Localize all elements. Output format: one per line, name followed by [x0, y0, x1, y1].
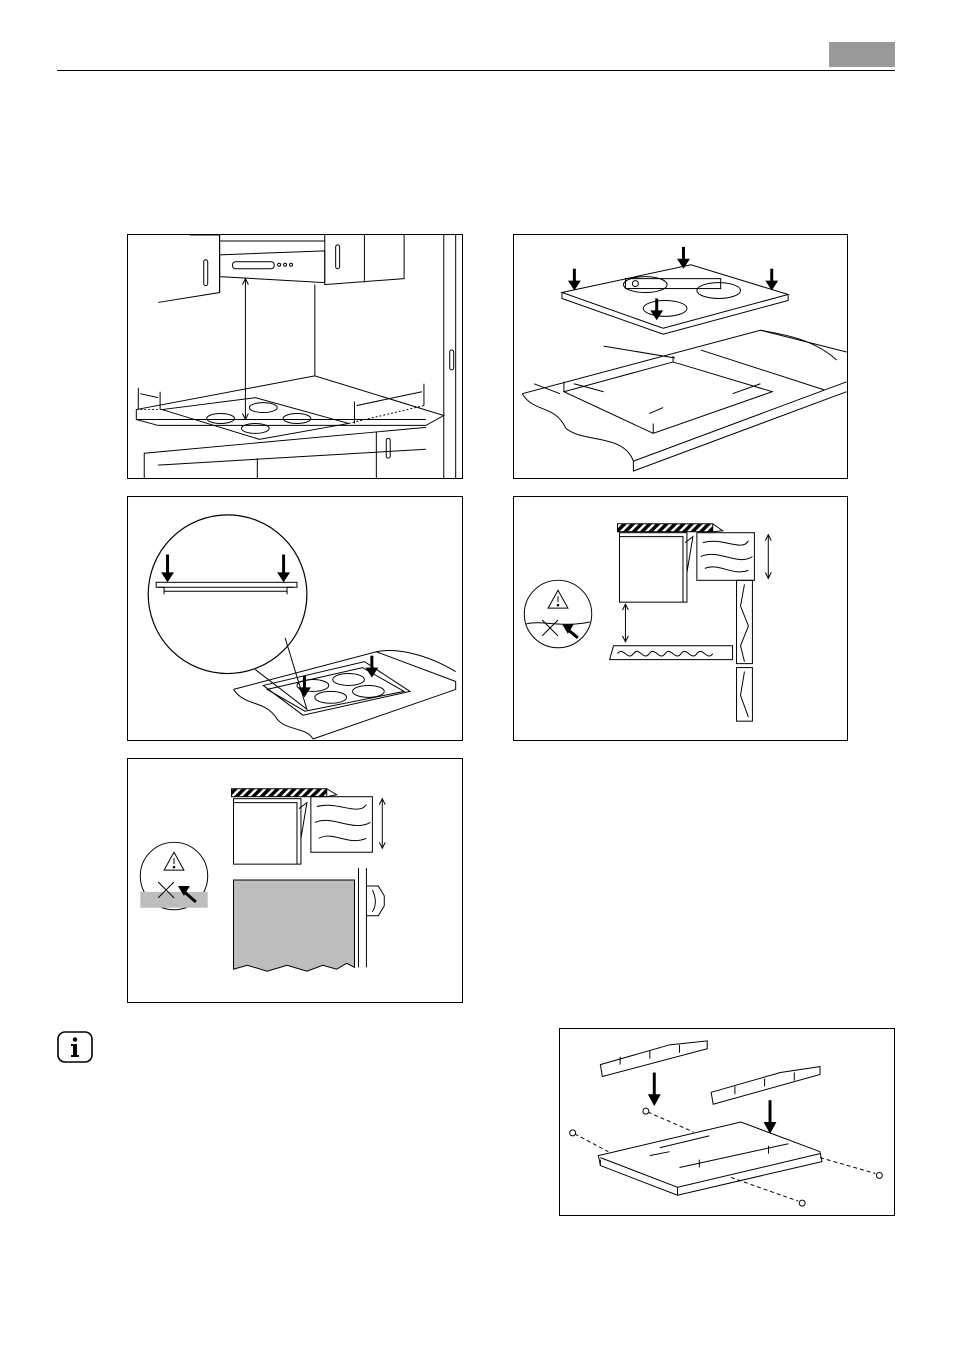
hob-seal-detail-illustration: [128, 497, 462, 740]
oven-clearance-illustration: [128, 759, 462, 1002]
figure-oven-clearance: [127, 758, 463, 1003]
figure-hob-seal-detail: [127, 496, 463, 741]
kitchen-hob-hood-illustration: [128, 235, 462, 478]
header-rule: [57, 70, 895, 71]
figure-hood-clearance: [127, 234, 463, 479]
mounting-frame-illustration: [560, 1029, 894, 1215]
hob-cutout-illustration: [514, 235, 847, 478]
language-tab: [829, 42, 895, 67]
info-icon: [57, 1031, 93, 1063]
figure-drawer-clearance: [513, 496, 848, 741]
drawer-clearance-illustration: [514, 497, 847, 740]
figure-frame-assembly: [559, 1028, 895, 1216]
figure-hob-cutout: [513, 234, 848, 479]
